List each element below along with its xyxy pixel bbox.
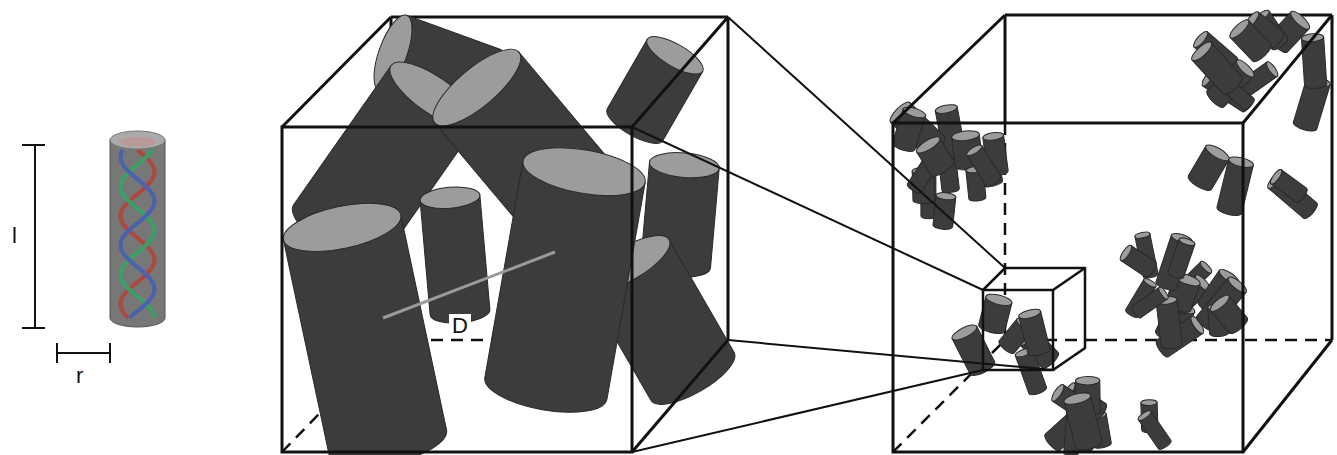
cylinder-top: [1226, 275, 1249, 296]
cylinder-top: [982, 131, 1004, 141]
cylinder-top: [1143, 277, 1158, 288]
cylinder-top: [985, 292, 1013, 308]
cylinder-top: [936, 192, 956, 201]
cylinder: [914, 134, 956, 179]
cylinder-top: [1063, 391, 1092, 407]
cylinder-particles: [279, 8, 1331, 455]
cylinder-body: [481, 161, 645, 421]
cylinder: [279, 194, 451, 455]
cylinder: [602, 30, 709, 151]
cylinder: [1130, 286, 1169, 319]
cylinder-top: [950, 322, 979, 343]
cylinder-top: [642, 30, 709, 81]
cylinder-top: [648, 150, 720, 181]
cylinder: [965, 143, 1002, 188]
cylinder-top: [1075, 376, 1099, 385]
cylinder-body: [1156, 299, 1183, 349]
cylinder: [419, 185, 491, 326]
cylinder-top: [1203, 142, 1231, 164]
cylinder-top: [965, 143, 983, 158]
dimension-bracket: [22, 145, 110, 363]
distance-line: [383, 252, 555, 318]
cylinder-top: [935, 103, 958, 115]
cylinder: [481, 140, 649, 421]
cylinder-top: [1157, 286, 1169, 301]
zoom-lines: [632, 17, 1053, 452]
cylinder: [1301, 33, 1327, 89]
cylinder: [1189, 39, 1245, 97]
cylinder-body: [420, 195, 491, 325]
helix: [121, 150, 155, 318]
cylinder-top: [1264, 60, 1279, 78]
cylinder-top: [519, 140, 649, 204]
cylinder-top: [1208, 293, 1231, 314]
dimension-label: r: [76, 365, 83, 387]
helix: [121, 150, 155, 318]
cylinder: [1018, 307, 1051, 357]
cylinder-top: [1118, 244, 1133, 263]
cylinder-top: [1269, 168, 1284, 186]
cube-front: [282, 15, 1332, 452]
cylinder: [1167, 236, 1196, 280]
single-cylinder: [110, 131, 165, 327]
cylinder: [1216, 155, 1254, 218]
cylinder-top: [422, 37, 531, 137]
cylinder: [1227, 17, 1274, 64]
zoom-box: [983, 268, 1085, 370]
cylinder-top: [1137, 409, 1153, 422]
cylinder-body: [1302, 37, 1327, 89]
cylinder: [891, 105, 927, 154]
helix: [121, 150, 155, 318]
cylinder: [1063, 391, 1103, 453]
cylinder-top: [1134, 231, 1150, 239]
cylinder-top: [1227, 17, 1251, 41]
cylinder-top: [1189, 39, 1214, 63]
dimension-label: D: [449, 314, 471, 338]
cylinder-top: [1228, 155, 1255, 170]
cylinder: [933, 192, 957, 231]
cylinder: [1118, 244, 1158, 279]
cylinder-top: [1288, 9, 1312, 32]
cylinder-top: [279, 194, 405, 260]
cylinder-top: [1178, 236, 1196, 247]
cylinder-top: [1199, 260, 1213, 274]
cylinder-top: [1050, 383, 1066, 403]
dimension-label: l: [12, 225, 17, 247]
cylinder: [1269, 168, 1309, 204]
cylinder-top: [1018, 307, 1042, 320]
cylinder-top: [1141, 400, 1157, 406]
cylinder-top: [951, 129, 980, 142]
cylinder-top: [419, 185, 481, 211]
cylinder: [1137, 409, 1173, 451]
